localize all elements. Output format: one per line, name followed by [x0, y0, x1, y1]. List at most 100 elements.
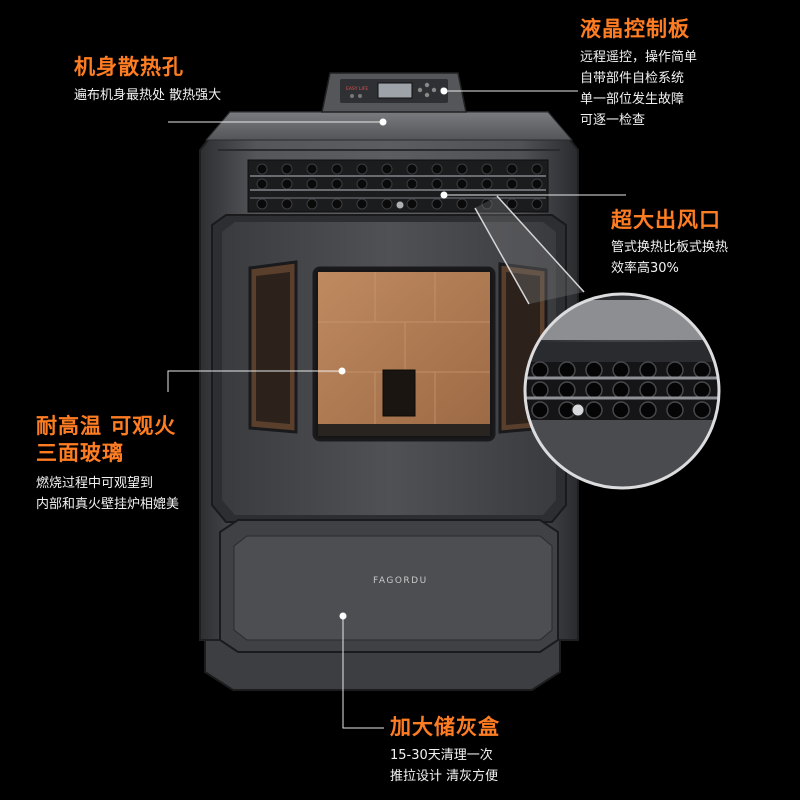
grille-hole [381, 178, 393, 190]
grille-hole [585, 381, 603, 399]
callout-desc: 管式换热比板式换热 效率高30% [611, 237, 728, 279]
grille-hole [356, 198, 368, 210]
outlet-zoom-magnifier [474, 195, 737, 490]
grille-hole [612, 401, 630, 419]
grille-hole [558, 381, 576, 399]
grille-hole [331, 198, 343, 210]
grille-hole [693, 381, 711, 399]
panel-button-icon [358, 94, 362, 98]
grille-hole [721, 362, 737, 378]
grille-hole [666, 361, 684, 379]
callout-desc: 远程遥控，操作简单 自带部件自检系统 单一部位发生故障 可逐一检查 [580, 47, 697, 131]
grille-hole [721, 402, 737, 418]
callout-title: 加大储灰盒 [390, 715, 500, 739]
grille-hole [381, 198, 393, 210]
air-outlet-grille [247, 159, 549, 213]
grille-hole [306, 178, 318, 190]
grille-hole [331, 163, 343, 175]
grille-hole [431, 198, 443, 210]
grille-hole [481, 163, 493, 175]
callout-title: 耐高温 可观火 三面玻璃 [36, 413, 179, 467]
leader-lines [167, 87, 626, 729]
grille-hole [256, 178, 268, 190]
grille-hole [406, 178, 418, 190]
grille-hole [612, 381, 630, 399]
grille-hole [666, 381, 684, 399]
callout-desc-line: 管式换热比板式换热 [611, 240, 729, 255]
callout-desc-line: 效率高30% [611, 261, 679, 276]
grille-hole [721, 382, 737, 398]
grille-hole [639, 381, 657, 399]
grille-hole [256, 198, 268, 210]
grille-hole [666, 401, 684, 419]
lcd-control-panel: EASY LIFE [321, 72, 467, 113]
callout-desc-line: 远程遥控，操作简单 [580, 50, 698, 65]
grille-hole [281, 178, 293, 190]
grille-hole [306, 163, 318, 175]
grille-hole [585, 361, 603, 379]
grille-hole [406, 163, 418, 175]
callout-title: 超大出风口 [611, 208, 721, 232]
callout-ash-box: 加大储灰盒 15-30天清理一次 推拉设计 清灰方便 [390, 714, 500, 787]
grille-hole [612, 361, 630, 379]
callout-title: 机身散热孔 [74, 55, 184, 79]
grille-hole [481, 198, 493, 210]
brand-logo: FAGORDU [373, 576, 428, 586]
grille-hole [281, 198, 293, 210]
grille-hole [381, 163, 393, 175]
grille-hole [693, 401, 711, 419]
grille-hole [406, 198, 418, 210]
callout-title-line: 三面玻璃 [36, 441, 124, 465]
callout-air-outlet: 超大出风口 管式换热比板式换热 效率高30% [611, 207, 728, 279]
panel-button-icon [424, 82, 430, 88]
panel-button-icon [350, 94, 354, 98]
callout-desc: 15-30天清理一次 推拉设计 清灰方便 [390, 745, 500, 787]
grille-hole [456, 178, 468, 190]
grille-hole [481, 178, 493, 190]
panel-button-icon [424, 92, 430, 98]
callout-desc-line: 15-30天清理一次 [390, 748, 493, 763]
grille-hole [639, 401, 657, 419]
grille-hole [531, 178, 543, 190]
callout-title-line: 耐高温 可观火 [36, 414, 177, 438]
panel-brand-text: EASY LIFE [346, 86, 368, 92]
grille-hole [256, 163, 268, 175]
grille-hole [281, 163, 293, 175]
grille-hole [585, 401, 603, 419]
callout-desc-line: 单一部位发生故障 [580, 92, 685, 107]
fire-door [211, 214, 567, 523]
callout-title: 液晶控制板 [580, 17, 690, 41]
lcd-screen [377, 82, 413, 99]
grille-hole [506, 178, 518, 190]
zoom-screw-icon [571, 403, 585, 417]
grille-hole [693, 361, 711, 379]
grille-hole [531, 401, 549, 419]
grille-hole [356, 163, 368, 175]
grille-hole [431, 163, 443, 175]
grille-hole [456, 198, 468, 210]
grille-hole [506, 163, 518, 175]
grille-hole [531, 198, 543, 210]
callout-desc-line: 内部和真火壁挂炉相媲美 [36, 497, 180, 512]
callout-heat-vents: 机身散热孔 遍布机身最热处 散热强大 [74, 54, 221, 106]
callout-desc-line: 可逐一检查 [580, 113, 646, 128]
grille-hole [456, 163, 468, 175]
callout-desc: 燃烧过程中可观望到 内部和真火壁挂炉相媲美 [36, 473, 179, 515]
grille-hole [531, 381, 549, 399]
grille-hole [431, 178, 443, 190]
grille-hole [356, 178, 368, 190]
grille-screw-icon [395, 200, 405, 210]
grille-hole [306, 198, 318, 210]
grille-hole [531, 361, 549, 379]
callout-desc-line: 燃烧过程中可观望到 [36, 476, 154, 491]
callout-desc-line: 推拉设计 清灰方便 [390, 769, 499, 784]
panel-button-icon [417, 87, 423, 93]
grille-hole [558, 361, 576, 379]
callout-glass: 耐高温 可观火 三面玻璃 燃烧过程中可观望到 内部和真火壁挂炉相媲美 [36, 413, 179, 515]
grille-hole [639, 361, 657, 379]
ash-drawer: FAGORDU [219, 519, 559, 653]
burn-pot [382, 369, 416, 417]
callout-lcd-panel: 液晶控制板 远程遥控，操作简单 自带部件自检系统 单一部位发生故障 可逐一检查 [580, 16, 697, 131]
